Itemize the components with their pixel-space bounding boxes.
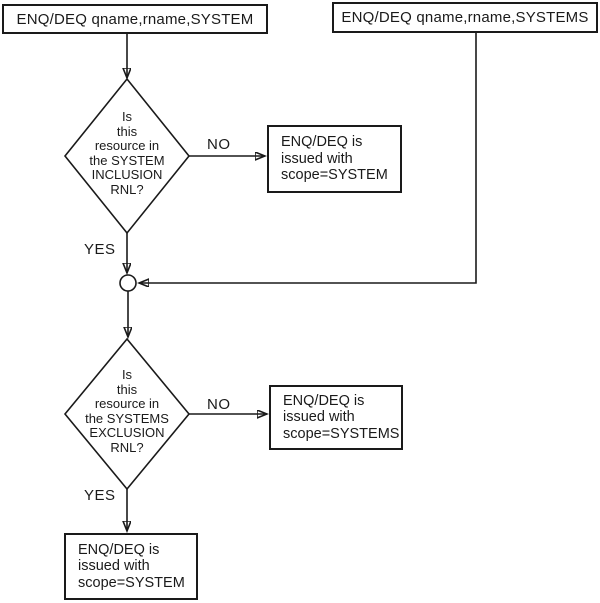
decision2-yes-label: YES: [84, 487, 116, 504]
result-box-scope-system-1-label: ENQ/DEQ is issued with scope=SYSTEM: [281, 134, 388, 184]
result-box-scope-systems: ENQ/DEQ is issued with scope=SYSTEMS: [269, 385, 403, 450]
result-box-scope-system-2: ENQ/DEQ is issued with scope=SYSTEM: [64, 533, 198, 600]
decision1-no-label: NO: [207, 136, 231, 153]
result-box-scope-system-2-label: ENQ/DEQ is issued with scope=SYSTEM: [78, 541, 185, 591]
start-box-systems: ENQ/DEQ qname,rname,SYSTEMS: [332, 2, 598, 33]
start-box-systems-label: ENQ/DEQ qname,rname,SYSTEMS: [341, 9, 589, 26]
decision1-question: Is this resource in the SYSTEM INCLUSION…: [89, 109, 165, 197]
decision2-no-label: NO: [207, 396, 231, 413]
decision2-question: Is this resource in the SYSTEMS EXCLUSIO…: [85, 367, 169, 455]
start-box-system-label: ENQ/DEQ qname,rname,SYSTEM: [16, 10, 254, 28]
start-box-system: ENQ/DEQ qname,rname,SYSTEM: [2, 4, 268, 34]
decision1-yes-label: YES: [84, 241, 116, 258]
result-box-scope-system-1: ENQ/DEQ is issued with scope=SYSTEM: [267, 125, 402, 193]
connector-start-right-to-junction: [139, 33, 477, 283]
junction-circle: [119, 274, 137, 292]
result-box-scope-systems-label: ENQ/DEQ is issued with scope=SYSTEMS: [283, 392, 400, 442]
